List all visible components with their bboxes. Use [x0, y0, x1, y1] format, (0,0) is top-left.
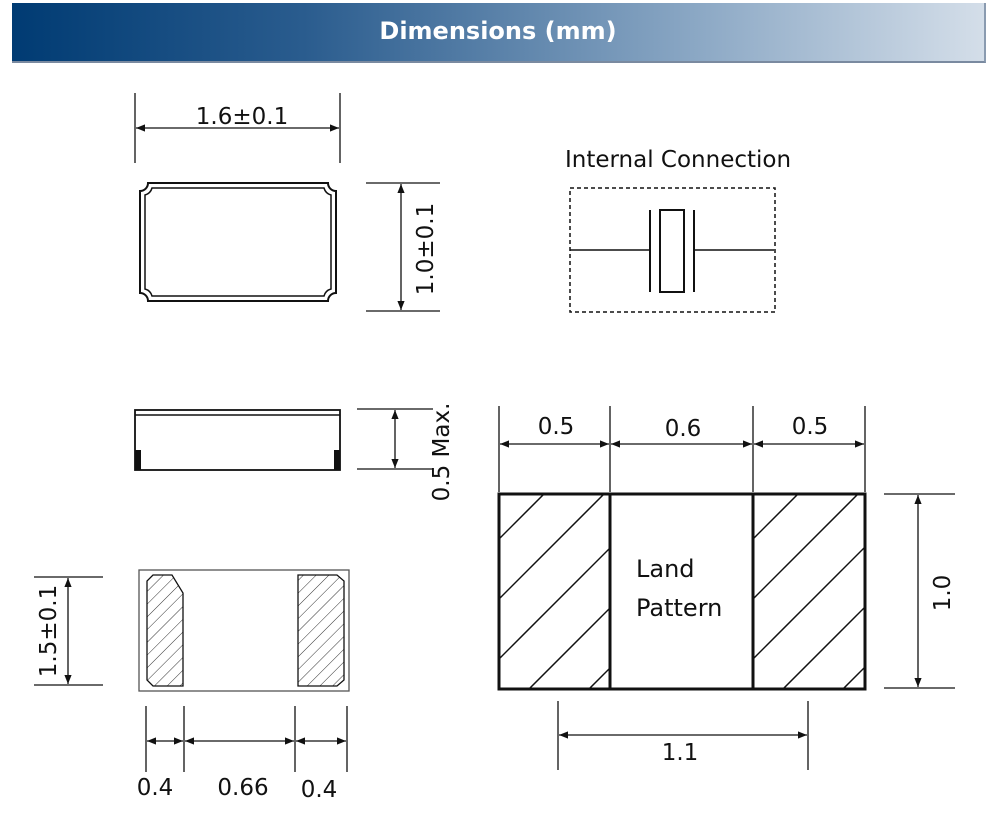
top-view-inner-outline — [144, 187, 332, 297]
bottom-pad-right — [297, 574, 345, 687]
bottom-gap-label: 0.66 — [217, 775, 268, 801]
top-height-label: 1.0±0.1 — [413, 203, 439, 295]
land-pattern-label-line1: Land — [636, 555, 695, 583]
land-left-pad-label: 0.5 — [538, 414, 575, 440]
bottom-right-pad-label: 0.4 — [301, 777, 338, 803]
bottom-view-outline — [138, 569, 350, 692]
top-view-outline — [139, 182, 337, 302]
header-bar: Dimensions (mm) — [12, 3, 986, 63]
side-view-terminal-left — [135, 450, 141, 470]
land-pattern-outline — [497, 492, 867, 691]
bottom-view: 1.5±0.1 0.4 0.66 0.4 — [34, 569, 350, 803]
side-view-body — [134, 409, 341, 471]
land-pattern: Land Pattern 0.5 0.6 0.5 1.0 1.1 — [497, 406, 956, 770]
page-title: Dimensions (mm) — [379, 17, 617, 45]
land-span-label: 1.1 — [662, 740, 699, 766]
top-view: 1.6±0.1 1.0±0.1 — [134, 93, 440, 312]
land-pad-right-hatch — [754, 495, 864, 688]
bottom-left-pad-label: 0.4 — [137, 775, 174, 801]
internal-connection: Internal Connection — [565, 147, 791, 313]
bottom-height-label: 1.5±0.1 — [36, 585, 62, 677]
land-pattern-label-line2: Pattern — [636, 594, 722, 622]
crystal-element — [659, 209, 685, 293]
land-gap-label: 0.6 — [665, 416, 702, 442]
land-right-pad-label: 0.5 — [792, 414, 829, 440]
land-pad-left-hatch — [500, 495, 609, 688]
top-width-label: 1.6±0.1 — [196, 104, 288, 130]
land-height-label: 1.0 — [930, 575, 956, 612]
internal-connection-title: Internal Connection — [565, 147, 791, 173]
side-view-terminal-right — [334, 450, 340, 470]
side-view: 0.5 Max. — [134, 403, 455, 502]
bottom-pad-left — [146, 574, 184, 687]
side-height-label: 0.5 Max. — [429, 403, 455, 502]
